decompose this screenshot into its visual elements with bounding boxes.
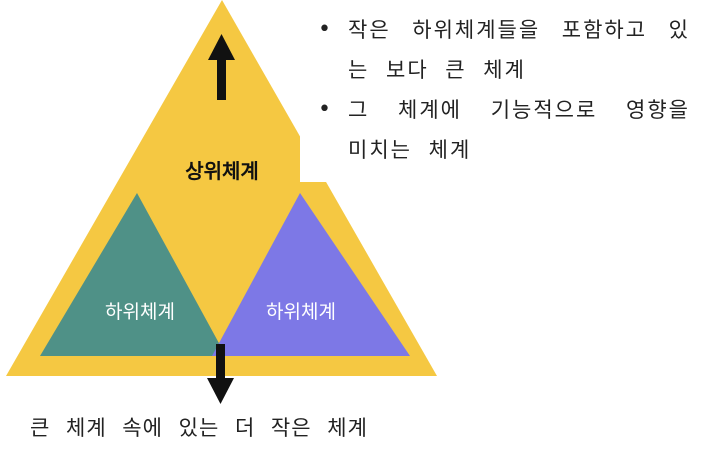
definition-bullets: • 작은 하위체계들을 포함하고 있는 보다 큰 체계 • 그 체계에 기능적으로 … xyxy=(300,4,700,182)
bullet-text: 작은 하위체계들을 포함하고 있는 보다 큰 체계 xyxy=(348,18,690,82)
subsystem-left-triangle xyxy=(40,193,226,356)
caption: 큰 체계 속에 있는 더 작은 체계 xyxy=(30,416,368,440)
bullet-dot-icon: • xyxy=(318,17,333,42)
up-arrow-icon xyxy=(208,34,235,100)
bullet-item: • 작은 하위체계들을 포함하고 있는 보다 큰 체계 xyxy=(310,10,690,90)
down-arrow-icon xyxy=(207,344,234,404)
bullet-item: • 그 체계에 기능적으로 영향을 미치는 체계 xyxy=(310,90,690,170)
subsystem-right-triangle xyxy=(212,193,410,356)
subsystem-right-label: 하위체계 xyxy=(266,301,336,323)
bullet-text: 그 체계에 기능적으로 영향을 미치는 체계 xyxy=(348,98,690,162)
bullet-dot-icon: • xyxy=(318,97,333,122)
super-system-label: 상위체계 xyxy=(185,159,259,183)
subsystem-left-label: 하위체계 xyxy=(105,301,175,323)
